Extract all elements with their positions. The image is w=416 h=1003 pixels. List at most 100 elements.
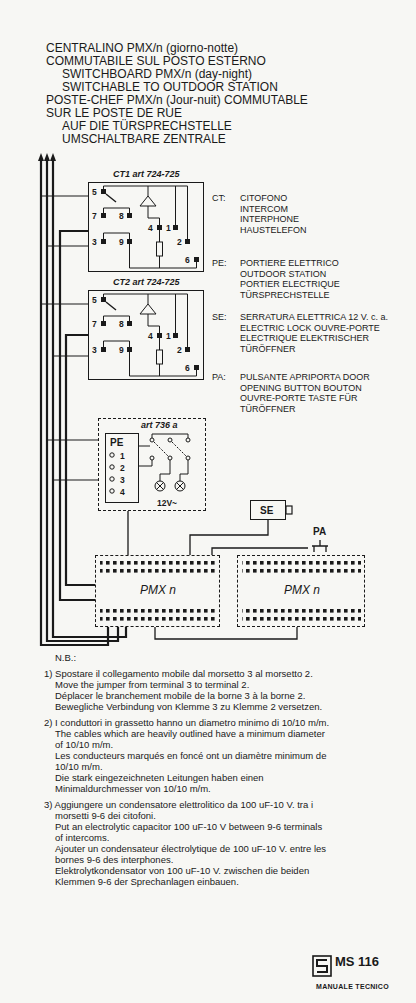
box-label: art 736 a	[139, 421, 180, 431]
terminal-number: 9	[119, 238, 124, 247]
logo-mark	[317, 960, 327, 972]
box-label: CT2 art 724-725	[111, 278, 182, 288]
legend-text: PA:	[212, 372, 226, 383]
box-label: PMX n	[140, 584, 176, 597]
box-label: SE	[260, 505, 273, 516]
terminal-row	[242, 608, 361, 622]
switchboard-box: PMX n	[237, 555, 365, 627]
wire	[160, 460, 170, 481]
wire	[180, 460, 188, 481]
contact	[168, 438, 172, 442]
note-text: 3) Aggiungere un condensatore elettrolit…	[44, 799, 330, 821]
box-label: PMX n	[284, 584, 320, 597]
legend-text: CT:	[212, 193, 226, 204]
note-text: Put an electrolytic capacitor 100 uF-10 …	[44, 821, 330, 843]
contact	[150, 438, 154, 442]
note-text: N.B.:	[44, 652, 330, 663]
intercom-box: CT2 art 724-725573894126	[88, 290, 204, 380]
heading-translation: POSTE-CHEF PMX/n (Jour-nuit) COMMUTABLE …	[46, 94, 318, 120]
intercom-circuit	[101, 294, 199, 376]
heading-block: CENTRALINO PMX/n (giorno-notte) COMMUTAB…	[46, 42, 318, 146]
terminal-number: 3	[92, 238, 97, 247]
terminal-number: 8	[119, 320, 124, 329]
terminal-number: 1	[166, 224, 171, 233]
legend-text: SERRATURA ELETTRICA 12 V. c. a. ELECTRIC…	[240, 312, 390, 354]
note-text: Les conducteurs marqués en foncé ont un …	[44, 750, 330, 772]
terminal-number: 9	[119, 346, 124, 355]
terminal-number: 5	[92, 296, 97, 305]
contact	[186, 438, 190, 442]
terminal-number: 2	[177, 346, 182, 355]
manual-code: MS 116	[335, 957, 379, 968]
heavy-wire	[41, 160, 108, 645]
connection-wire	[60, 231, 95, 600]
door-button: PA	[308, 526, 332, 554]
legend-text: SE:	[212, 312, 227, 323]
contact	[186, 456, 190, 460]
branch-wires	[41, 196, 98, 480]
terminal-number: 4	[148, 224, 153, 233]
arrow-head	[44, 153, 50, 161]
terminal-number: 4	[120, 488, 125, 497]
terminal-number: 3	[120, 476, 125, 485]
terminal-number: 6	[185, 364, 190, 373]
terminal-number: 2	[177, 238, 182, 247]
wire	[152, 434, 188, 438]
box-label: PE	[110, 437, 123, 448]
terminal-screw	[110, 453, 114, 457]
intercom-circuit	[101, 186, 199, 268]
heading-translation: AUF DIE TÜRSPRECHSTELLE UMSCHALTBARE ZEN…	[46, 120, 318, 146]
wire	[138, 446, 150, 447]
outdoor-station-circuit	[110, 434, 190, 493]
terminal-number: 7	[92, 212, 97, 221]
legend-text: PULSANTE APRIPORTA DOOR OPENING BUTTON B…	[240, 372, 380, 414]
wire	[41, 303, 88, 304]
connection-wire	[190, 520, 268, 555]
connection-wire	[155, 627, 297, 639]
note-text: 2) I conduttori in grassetto hanno un di…	[44, 717, 330, 728]
contact	[150, 456, 154, 460]
wire	[47, 245, 88, 246]
contact	[168, 456, 172, 460]
arrow-head	[50, 153, 56, 161]
terminal-screw	[110, 477, 114, 481]
lock-terminal	[286, 506, 292, 514]
wire	[138, 460, 152, 466]
intercom-box: CT1 art 724-725573894126	[88, 182, 204, 272]
connection-wire	[212, 548, 308, 555]
switchboard-box: PMX n	[95, 555, 220, 627]
terminal-number: 4	[148, 332, 153, 341]
terminal-number: 7	[92, 320, 97, 329]
terminal-number: 6	[185, 256, 190, 265]
diagram-title: CENTRALINO PMX/n (giorno-notte) COMMUTAB…	[46, 42, 318, 68]
terminal-screw	[110, 489, 114, 493]
box-label: PA	[313, 526, 326, 537]
bus-arrows	[38, 153, 56, 161]
outdoor-station-box: art 736 a12V~PE1234	[98, 418, 206, 511]
note-text: The cables which are heavily outlined ha…	[44, 728, 330, 750]
legend-text: CITOFONO INTERCOM INTERPHONE HAUSTELEFON	[240, 193, 307, 235]
terminal-screw	[110, 465, 114, 469]
terminal-number: 5	[92, 188, 97, 197]
terminal-number: 12V~	[157, 499, 177, 508]
outdoor-station-module: PE1234	[105, 433, 139, 503]
note-text: 1) Spostare il collegamento mobile dal m…	[44, 668, 330, 679]
note-text: Elektrolytkondensator von 100 uF-10 V. z…	[44, 865, 330, 887]
lamp-cross	[157, 483, 184, 490]
connection-wire	[127, 511, 128, 555]
note-text: Ajouter un condensateur électrolytique d…	[44, 843, 330, 865]
electric-lock-box: SE	[250, 500, 286, 520]
legend-text: PE:	[212, 258, 227, 269]
terminal-row	[100, 560, 216, 574]
note-text: Déplacer le branchement mobile de la bor…	[44, 690, 330, 701]
terminal-number: 1	[120, 452, 125, 461]
legend-text: PORTIERE ELETTRICO OUTDOOR STATION PORTI…	[240, 258, 365, 300]
terminal-number: 8	[119, 212, 124, 221]
arrow-head	[38, 153, 44, 161]
connection-wire	[66, 335, 95, 585]
note-text: Move the jumper from terminal 3 to termi…	[44, 679, 330, 690]
terminal-row	[100, 608, 216, 622]
switch-lever	[154, 442, 186, 456]
notes-block: N.B.: 1) Spostare il collegamento mobile …	[44, 652, 330, 887]
